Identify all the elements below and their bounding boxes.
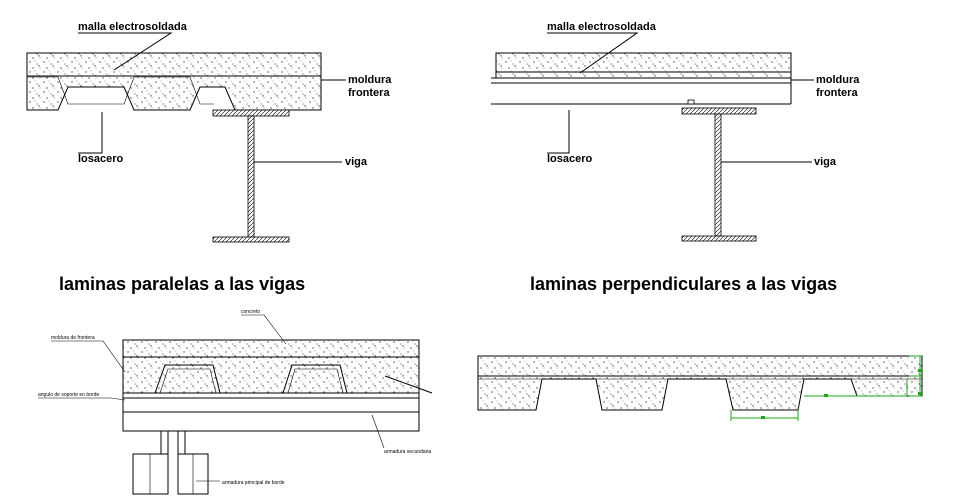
label-mesh-b: malla electrosoldada <box>547 21 657 33</box>
label-edge-moulding: moldura de frontera <box>51 335 95 341</box>
figure-edge-detail: concreto moldura de frontera angulo de s… <box>38 309 433 495</box>
label-moulding-a-1: moldura <box>348 74 392 86</box>
beam-bottom-flange <box>212 236 290 243</box>
slab-parallel <box>26 52 322 111</box>
beam-top-flange <box>212 109 290 117</box>
deck-section-slab <box>477 355 923 411</box>
label-deck-b: losacero <box>547 153 593 165</box>
label-deck-a: losacero <box>78 153 124 165</box>
label-beam-a: viga <box>345 156 368 168</box>
label-moulding-b-2: frontera <box>816 87 858 99</box>
label-secondary-reinforcement: armadura secundaria <box>384 449 431 455</box>
figure-parallel-sheets: malla electrosoldada moldura frontera lo… <box>26 21 392 294</box>
label-moulding-b-1: moldura <box>816 74 860 86</box>
edge-slab <box>122 339 420 394</box>
slab-perpendicular <box>495 52 792 79</box>
label-main-reinforcement: armadura principal de borde <box>222 480 285 486</box>
label-support-angle: angulo de soporte en borde <box>38 392 99 398</box>
beam-b-web <box>714 113 722 237</box>
figure-perpendicular-sheets: malla electrosoldada moldura frontera lo… <box>491 21 860 294</box>
deck-clip <box>687 99 695 105</box>
beam-b-bottom-flange <box>681 235 757 242</box>
label-beam-b: viga <box>814 156 837 168</box>
support-block-left <box>132 453 169 495</box>
beam-b-top-flange <box>681 107 757 115</box>
label-concrete: concreto <box>241 309 260 315</box>
beam-web <box>247 115 255 238</box>
label-mesh-a: malla electrosoldada <box>78 21 188 33</box>
figure-deck-section <box>477 355 923 421</box>
label-moulding-a-2: frontera <box>348 87 390 99</box>
title-parallel: laminas paralelas a las vigas <box>59 274 305 294</box>
title-perpendicular: laminas perpendiculares a las vigas <box>530 274 837 294</box>
